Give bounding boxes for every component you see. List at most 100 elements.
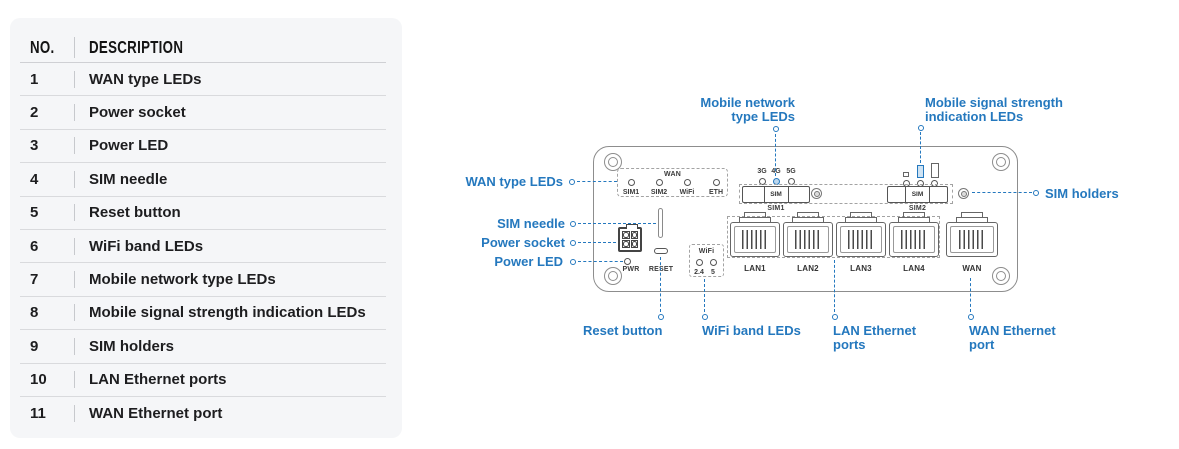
- port-label: WAN: [962, 264, 982, 273]
- port-label: LAN4: [903, 264, 925, 273]
- led-icon: [712, 179, 720, 186]
- leader-dot: [568, 179, 575, 185]
- signal-bar-icon: [903, 172, 909, 177]
- table-header-row: NO. DESCRIPTION: [20, 32, 386, 63]
- callout-wan-type-leds: WAN type LEDs: [465, 174, 563, 189]
- leader-dot: [569, 221, 576, 227]
- sim-slot-label: SIM: [763, 187, 789, 202]
- ethernet-port-lan3: LAN3: [836, 212, 886, 273]
- sim-holder-2: SIM: [887, 186, 948, 203]
- leader-line: [578, 242, 616, 243]
- leader-dot: [569, 259, 576, 265]
- leader-dot: [1033, 190, 1039, 196]
- leader-dot: [701, 314, 708, 320]
- rj45-pins-icon: [901, 230, 927, 249]
- sim-slot-label: SIM: [905, 187, 930, 202]
- header-description: DESCRIPTION: [74, 36, 386, 58]
- sim-holder-1: SIM: [742, 186, 810, 203]
- callout-power-led: Power LED: [494, 254, 563, 269]
- leader-dot: [967, 314, 974, 320]
- rj45-pins-icon: [848, 230, 874, 249]
- led-icon: [683, 179, 691, 186]
- port-label: LAN3: [850, 264, 872, 273]
- signal-bar-icon: [931, 163, 939, 178]
- port-label: LAN1: [744, 264, 766, 273]
- wifi-led-5: 5: [699, 259, 727, 276]
- wan-led-sim1: SIM1: [617, 179, 645, 196]
- sim1-label: SIM1: [767, 205, 785, 212]
- leader-line: [834, 260, 835, 312]
- sim-needle: [658, 208, 663, 238]
- leader-dot: [831, 314, 838, 320]
- header-no: NO.: [30, 36, 55, 57]
- rj45-pins-icon: [795, 230, 821, 249]
- screw-icon: [604, 267, 622, 285]
- ethernet-port-wan: WAN: [946, 212, 998, 273]
- leader-line: [920, 132, 921, 163]
- screw-icon: [811, 188, 822, 199]
- led-icon: [695, 259, 703, 266]
- wan-led-box: [617, 168, 728, 197]
- leader-dot: [569, 240, 576, 246]
- leader-line: [660, 257, 661, 312]
- callout-lan-ethernet-ports: LAN Ethernet ports: [833, 323, 917, 353]
- callout-sim-needle: SIM needle: [497, 216, 565, 231]
- leader-dot: [772, 126, 779, 132]
- leader-dot: [917, 125, 924, 131]
- reset-button: [654, 248, 668, 254]
- reset-label: RESET: [648, 266, 674, 273]
- callout-reset-button: Reset button: [583, 323, 663, 338]
- leader-line: [578, 223, 656, 224]
- leader-line: [970, 278, 971, 312]
- mobile-led-4g: 4G: [768, 168, 784, 185]
- leader-line: [972, 192, 1032, 193]
- screw-icon: [992, 267, 1010, 285]
- ethernet-port-lan1: LAN1: [730, 212, 780, 273]
- leader-line: [775, 134, 776, 176]
- led-icon: [655, 179, 663, 186]
- ethernet-port-lan2: LAN2: [783, 212, 833, 273]
- router-front-panel: [593, 146, 1018, 292]
- power-socket: [618, 224, 642, 252]
- wan-led-box-title: WAN: [664, 171, 681, 178]
- pwr-label: PWR: [622, 266, 640, 273]
- rj45-pins-icon: [959, 230, 985, 249]
- screw-icon: [992, 153, 1010, 171]
- rj45-pins-icon: [742, 230, 768, 249]
- ethernet-port-lan4: LAN4: [889, 212, 939, 273]
- callout-wan-ethernet-port: WAN Ethernet port: [969, 323, 1056, 353]
- wifi-led-box: [689, 244, 724, 277]
- signal-bar-icon: [917, 165, 924, 178]
- wan-led-eth: ETH: [702, 179, 730, 196]
- wan-led-wifi: WiFi: [673, 179, 701, 196]
- power-led: [624, 258, 631, 265]
- callout-wifi-band-leds: WiFi band LEDs: [702, 323, 801, 338]
- leader-dot: [657, 314, 664, 320]
- lan-group-outline: [727, 216, 940, 258]
- screw-icon: [958, 188, 969, 199]
- led-icon: [709, 259, 717, 266]
- port-label: LAN2: [797, 264, 819, 273]
- mobile-led-5g: 5G: [783, 168, 799, 185]
- sim2-label: SIM2: [908, 205, 927, 212]
- wan-led-sim2: SIM2: [645, 179, 673, 196]
- leader-line: [704, 279, 705, 312]
- screw-icon: [604, 153, 622, 171]
- callout-mobile-signal-strength-leds: Mobile signal strength indication LEDs: [925, 95, 1063, 125]
- wifi-led-24: 2.4: [685, 259, 713, 276]
- callout-sim-holders: SIM holders: [1045, 186, 1119, 201]
- led-icon: [627, 179, 635, 186]
